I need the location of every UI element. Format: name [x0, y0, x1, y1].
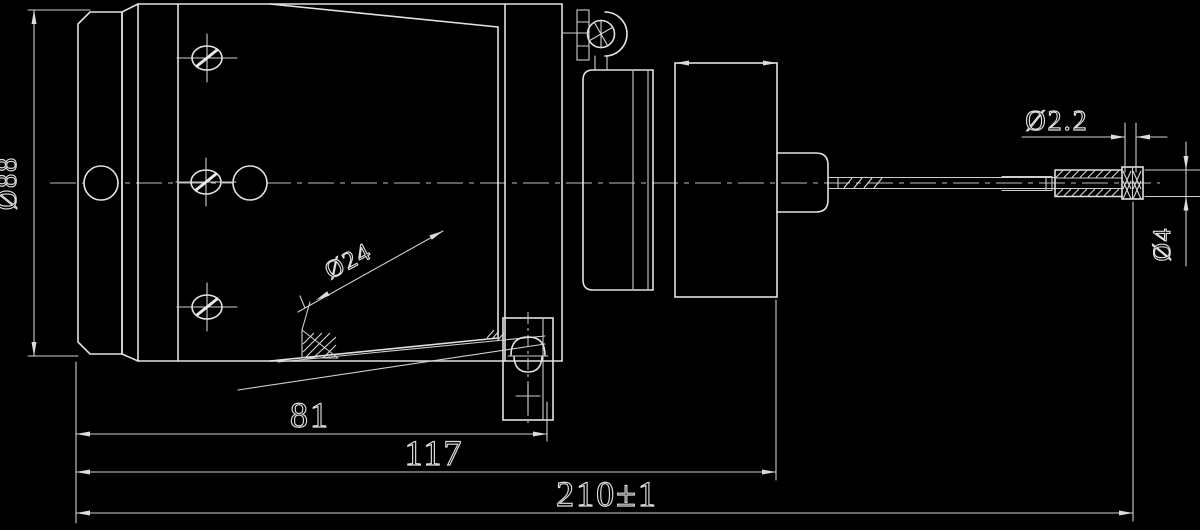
dim-cone-length-label: 81 — [290, 395, 330, 435]
dim-body-diameter: Ø88 — [0, 9, 91, 357]
end-block — [1121, 166, 1144, 200]
dim-bore-diameter-label: Ø24 — [320, 238, 376, 285]
dim-body-diameter-label: Ø88 — [0, 156, 23, 210]
set-screw-middle — [175, 157, 237, 207]
dim-tip-diameter: Ø2.2 — [1021, 105, 1168, 173]
dim-cone-length: 81 — [75, 361, 548, 524]
hand-wheel — [561, 9, 628, 71]
bore-center-hole — [232, 165, 268, 201]
plunger-detail — [502, 312, 554, 426]
feed-block — [582, 69, 654, 291]
set-screw-bottom — [176, 282, 238, 332]
dim-intermediate-length-label: 117 — [405, 433, 464, 473]
dim-overall-length: 210±1 — [75, 201, 1134, 522]
taper-housing — [137, 3, 563, 362]
dim-sleeve-diameter-label: Ø4 — [1149, 227, 1176, 262]
dim-tip-diameter-label: Ø2.2 — [1025, 106, 1088, 137]
left-flange — [77, 11, 123, 355]
set-screw-top — [176, 33, 238, 83]
flange-center-hole — [83, 165, 119, 201]
clamp-wedge — [237, 301, 546, 391]
dim-intermediate-length: 117 — [75, 299, 777, 481]
tip-sleeve — [1054, 169, 1123, 198]
dim-overall-length-label: 210±1 — [556, 474, 658, 514]
shaft-hub — [776, 152, 829, 213]
wire-shaft — [827, 175, 1056, 192]
dim-sleeve-diameter: Ø4 — [1144, 141, 1200, 267]
dim-bore-diameter: Ø24 — [297, 230, 444, 313]
spindle-cylinder — [674, 60, 778, 298]
